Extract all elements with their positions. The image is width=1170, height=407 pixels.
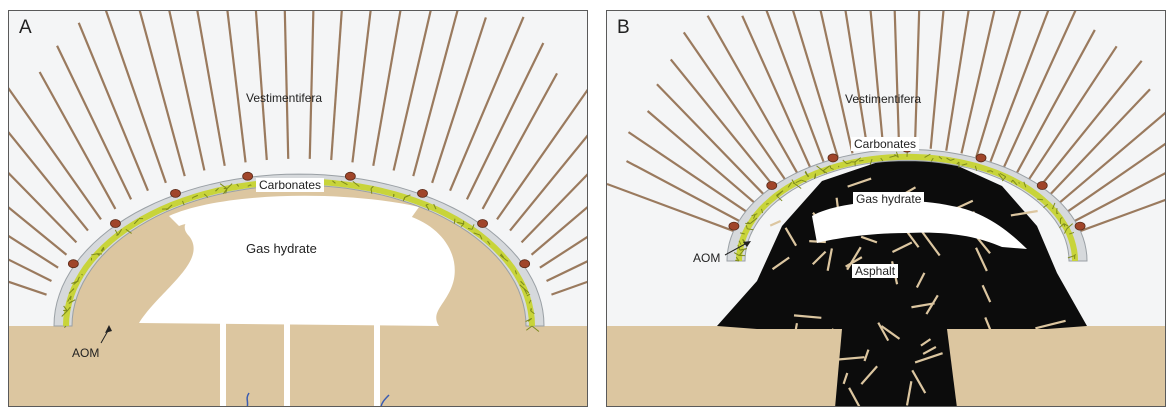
gas-hydrate-label: Gas hydrate [853, 192, 924, 206]
tube-worm [607, 184, 738, 233]
panel-a: A Vestimentifera Carbonates Gas hydrate … [8, 10, 588, 407]
worm-plume [767, 181, 777, 189]
worm-plume [729, 222, 739, 230]
worm-plume [243, 172, 253, 180]
tube-worm [413, 11, 459, 176]
worm-plume [68, 260, 78, 268]
worm-plume [345, 172, 355, 180]
vestimentifera-label: Vestimentifera [845, 92, 921, 106]
sediment-layer [9, 326, 588, 407]
tube-worm [781, 11, 838, 157]
worm-plume [418, 189, 428, 197]
panel-a-letter: A [19, 17, 32, 39]
tube-worm [1065, 137, 1166, 214]
aom-fiber [1019, 182, 1020, 183]
tube-worm [394, 11, 441, 170]
gas-hydrate-label: Gas hydrate [246, 241, 317, 256]
tube-worm [222, 11, 246, 162]
carbonates-label: Carbonates [851, 137, 919, 151]
tube-worm [946, 11, 976, 151]
tube-worm [251, 11, 266, 160]
tube-worm [547, 224, 588, 281]
panel-b-letter: B [617, 17, 630, 39]
aom-fiber [766, 204, 769, 205]
aom-fiber [454, 219, 455, 224]
tube-worm [163, 11, 204, 170]
aom-fiber [830, 166, 831, 169]
gas-hydrate-conduit [220, 311, 226, 407]
tube-worm [136, 11, 184, 176]
panel-b: B Vestimentifera Carbonates Gas hydrate … [606, 10, 1166, 407]
worm-plume [828, 154, 838, 162]
aom-fiber [507, 260, 509, 261]
tube-worm [310, 11, 315, 159]
aom-label: AOM [693, 251, 720, 265]
tube-worm [866, 11, 883, 149]
gas-hydrate-conduit [284, 311, 290, 407]
tube-worm [1039, 61, 1141, 188]
worm-plume [1037, 181, 1047, 189]
aom-label: AOM [72, 346, 99, 360]
tube-worm [352, 11, 376, 162]
panel-b-diagram [607, 11, 1166, 407]
worm-plume [110, 220, 120, 228]
tube-worm [373, 11, 409, 166]
asphalt-label: Asphalt [852, 264, 898, 278]
tube-worm [893, 11, 900, 148]
tube-worm [1029, 46, 1117, 180]
tube-worm [838, 11, 868, 151]
tube-worm [931, 11, 948, 149]
vestimentifera-label: Vestimentifera [246, 91, 322, 105]
tube-worm [432, 17, 486, 182]
tube-worm [813, 11, 853, 153]
tube-worm [284, 11, 289, 159]
worm-plume [520, 260, 530, 268]
aom-fiber [1075, 254, 1076, 255]
tube-worm [684, 32, 786, 180]
tube-worm [1049, 89, 1150, 195]
tube-worm [915, 11, 921, 148]
tube-worm [671, 59, 775, 187]
tube-worm [188, 11, 224, 166]
worm-plume [171, 189, 181, 197]
worm-plume [478, 220, 488, 228]
aom-fiber [63, 310, 67, 311]
aom-fiber [859, 160, 863, 161]
tube-worm [79, 23, 148, 191]
worm-plume [976, 154, 986, 162]
tube-worm [540, 194, 588, 267]
aom-fiber [81, 274, 82, 275]
worm-plume [1075, 222, 1085, 230]
tube-worm [976, 11, 1031, 157]
tube-worm [990, 11, 1058, 162]
tube-worm [648, 111, 757, 204]
tube-worm [9, 193, 58, 268]
tube-worm [522, 140, 588, 242]
tube-worm [9, 139, 76, 242]
tube-worm [1071, 160, 1166, 223]
tube-worm [331, 11, 345, 160]
carbonates-label: Carbonates [256, 178, 324, 192]
tube-worm [1076, 182, 1166, 233]
tube-worm [759, 11, 824, 162]
asphalt-fracture [770, 221, 780, 226]
tube-worm [9, 226, 51, 281]
tube-worm [1058, 109, 1166, 205]
tube-worm [40, 72, 116, 209]
tube-worm [657, 84, 765, 195]
gas-hydrate-conduit [374, 311, 380, 407]
aom-fiber [1037, 199, 1043, 200]
